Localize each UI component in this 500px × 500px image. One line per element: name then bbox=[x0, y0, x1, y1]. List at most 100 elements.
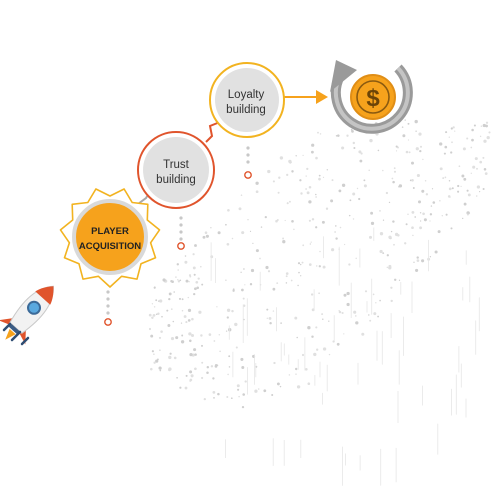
particle-dot bbox=[393, 167, 396, 170]
particle-dot bbox=[299, 179, 302, 182]
particle-dot bbox=[309, 243, 311, 245]
particle-dot bbox=[482, 187, 485, 191]
particle-dot bbox=[335, 135, 338, 137]
particle-dot bbox=[441, 215, 443, 217]
particle-dot bbox=[411, 226, 414, 230]
particle-dot bbox=[236, 384, 240, 388]
particle-dot bbox=[255, 249, 259, 253]
particle-dot bbox=[189, 275, 192, 278]
particle-dot bbox=[461, 174, 465, 178]
dollar-coin-cycle-icon: $ bbox=[330, 60, 413, 134]
particle-dot bbox=[282, 240, 286, 244]
particle-dot bbox=[395, 145, 398, 148]
rocket-icon bbox=[0, 285, 54, 345]
particle-dot bbox=[421, 259, 425, 263]
particle-dot bbox=[445, 131, 448, 134]
particle-dot bbox=[416, 259, 420, 262]
particle-dot bbox=[450, 127, 453, 130]
particle-dot bbox=[175, 276, 177, 278]
rocket-speed-lines bbox=[2, 322, 30, 346]
particle-dot bbox=[391, 177, 394, 180]
particle-dot bbox=[483, 168, 487, 171]
particle-dot bbox=[475, 195, 478, 197]
particle-dot bbox=[159, 299, 163, 303]
particle-dot bbox=[343, 243, 346, 246]
particle-dot bbox=[189, 370, 193, 374]
particle-dot bbox=[180, 340, 185, 344]
particle-dot bbox=[254, 389, 258, 393]
particle-dot bbox=[392, 180, 395, 184]
particle-dot bbox=[419, 226, 423, 230]
particle-dot bbox=[444, 145, 448, 149]
particle-dot bbox=[346, 291, 350, 296]
particle-dot bbox=[377, 149, 380, 152]
particle-dot bbox=[390, 230, 393, 233]
particle-dot bbox=[349, 199, 352, 202]
particle-dot bbox=[168, 292, 172, 296]
particle-dot bbox=[404, 242, 407, 245]
particle-dot bbox=[306, 191, 310, 195]
particle-dot bbox=[321, 313, 324, 316]
particle-dot bbox=[269, 321, 272, 325]
particle-dot bbox=[458, 165, 461, 168]
particle-dot bbox=[293, 228, 295, 231]
particle-dot bbox=[198, 310, 202, 314]
drop-dot bbox=[246, 160, 250, 164]
particle-dot bbox=[315, 265, 318, 267]
particle-dot bbox=[240, 357, 244, 361]
particle-dot bbox=[429, 256, 432, 258]
particle-dot bbox=[173, 291, 175, 293]
particle-dot bbox=[479, 160, 483, 164]
particle-dot bbox=[172, 320, 175, 323]
particle-dot bbox=[244, 284, 246, 286]
particle-dot bbox=[346, 134, 349, 137]
particle-dot bbox=[479, 135, 482, 138]
particle-dot bbox=[412, 234, 414, 237]
particle-dot bbox=[296, 385, 301, 389]
particle-dot bbox=[160, 330, 163, 333]
particle-dot bbox=[448, 136, 450, 138]
particle-dot bbox=[419, 220, 422, 222]
particle-dot bbox=[395, 150, 398, 152]
particle-dot bbox=[255, 181, 259, 185]
particle-dot bbox=[398, 184, 403, 188]
particle-dot bbox=[272, 180, 275, 183]
particle-dot bbox=[153, 306, 156, 308]
particle-dot bbox=[318, 292, 320, 295]
particle-dot bbox=[369, 138, 373, 143]
particle-dot bbox=[358, 150, 362, 154]
particle-dot bbox=[319, 250, 321, 253]
particle-dot bbox=[237, 388, 240, 391]
particle-dot bbox=[307, 382, 311, 386]
particle-dot bbox=[319, 133, 322, 135]
particle-dot bbox=[359, 159, 363, 163]
particle-dot bbox=[201, 376, 204, 380]
particle-dot bbox=[335, 237, 338, 240]
particle-dot bbox=[228, 366, 231, 368]
particle-dot bbox=[353, 146, 356, 150]
particle-dot bbox=[338, 309, 340, 312]
particle-dot bbox=[335, 225, 337, 227]
drop-dot bbox=[179, 223, 183, 227]
particle-dot bbox=[382, 219, 385, 221]
particle-dot bbox=[354, 315, 357, 317]
particle-dot bbox=[187, 319, 191, 322]
particle-dot bbox=[155, 313, 158, 315]
particle-dot bbox=[180, 322, 183, 324]
particle-dot bbox=[284, 219, 286, 222]
particle-dot bbox=[351, 130, 354, 133]
particle-dot bbox=[434, 250, 438, 254]
particle-dot bbox=[460, 185, 462, 188]
particle-dot bbox=[482, 156, 485, 159]
particle-dot bbox=[227, 373, 229, 376]
particle-dot bbox=[280, 322, 282, 324]
particle-dot bbox=[288, 200, 291, 203]
particle-dot bbox=[238, 395, 240, 398]
particle-dot bbox=[241, 366, 245, 369]
particle-dot bbox=[238, 207, 242, 211]
particle-dot bbox=[474, 157, 478, 161]
particle-dot bbox=[311, 218, 315, 221]
particle-dot bbox=[184, 255, 187, 257]
particle-dot bbox=[193, 348, 197, 352]
particle-dot bbox=[288, 374, 291, 376]
